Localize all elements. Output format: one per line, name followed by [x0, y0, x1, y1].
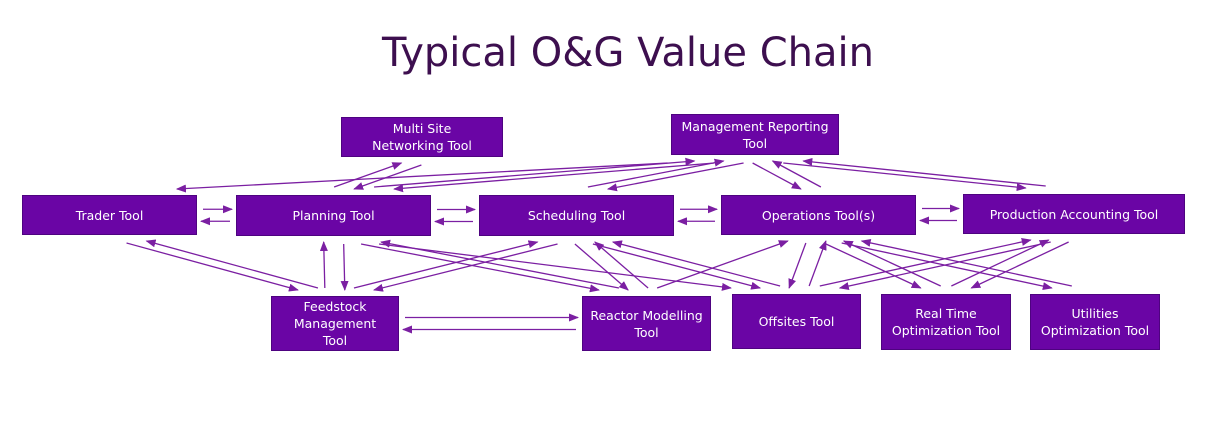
management-reporting-tool-node[interactable]: Management Reporting Tool [671, 114, 839, 155]
arrow-planning-to-reactor [360, 243, 600, 293]
arrow-feedstock-to-scheduling [353, 240, 539, 289]
production-accounting-tool-node[interactable]: Production Accounting Tool [963, 194, 1185, 234]
arrow-mgmt-reporting-to-operations [752, 162, 802, 190]
arrow-scheduling-to-feedstock [373, 243, 558, 292]
arrow-mgmt-reporting-to-planning [393, 162, 715, 193]
arrow-offsites-to-production-accounting [819, 238, 1032, 287]
arrow-trader-to-feedstock [126, 242, 299, 292]
arrow-feedstock-to-trader [145, 239, 319, 289]
arrow-utilities-to-operations [860, 238, 1072, 287]
planning-tool-node[interactable]: Planning Tool [236, 195, 431, 236]
offsites-tool-node[interactable]: Offsites Tool [732, 294, 861, 349]
arrow-operations-to-mgmt-reporting [771, 160, 822, 188]
arrow-mgmt-reporting-to-production-accounting [783, 162, 1027, 192]
arrow-planning-to-offsites [378, 243, 732, 291]
arrow-offsites-to-scheduling [611, 240, 781, 287]
arrow-production-accounting-to-rto [970, 241, 1069, 289]
feedstock-management-tool-node[interactable]: Feedstock Management Tool [271, 296, 399, 351]
diagram-title: Typical O&G Value Chain [382, 30, 874, 76]
arrow-planning-to-mgmt-reporting [374, 157, 696, 188]
arrow-scheduling-to-mgmt-reporting [587, 158, 725, 188]
arrow-mgmt-reporting-to-trader [175, 162, 668, 193]
arrow-planning-to-feedstock [340, 243, 349, 291]
arrow-operations-to-offsites [788, 242, 807, 289]
reactor-modelling-tool-node[interactable]: Reactor Modelling Tool [582, 296, 711, 351]
arrow-rto-to-operations [842, 240, 941, 287]
arrow-scheduling-to-reactor [574, 243, 629, 291]
arrow-reactor-to-scheduling [594, 241, 649, 289]
arrow-feedstock-to-planning [319, 241, 328, 289]
arrow-rto-to-production-accounting [951, 239, 1050, 287]
arrow-multi-site-to-planning [353, 164, 422, 190]
arrow-planning-to-multi-site [333, 162, 403, 188]
operations-tools-node[interactable]: Operations Tool(s) [721, 195, 916, 235]
real-time-optimization-tool-node[interactable]: Real Time Optimization Tool [881, 294, 1011, 350]
multi-site-networking-tool-node[interactable]: Multi Site Networking Tool [341, 117, 503, 157]
arrow-offsites-to-operations [808, 240, 827, 287]
trader-tool-node[interactable]: Trader Tool [22, 195, 197, 235]
arrow-operations-to-rto [823, 242, 922, 289]
arrow-mgmt-reporting-to-scheduling [606, 162, 744, 192]
scheduling-tool-node[interactable]: Scheduling Tool [479, 195, 674, 236]
utilities-optimization-tool-node[interactable]: Utilities Optimization Tool [1030, 294, 1160, 350]
arrow-operations-to-utilities [841, 242, 1053, 291]
arrow-production-accounting-to-mgmt-reporting [802, 157, 1046, 187]
arrow-scheduling-to-offsites [592, 243, 762, 290]
arrow-reactor-to-operations [656, 240, 789, 289]
